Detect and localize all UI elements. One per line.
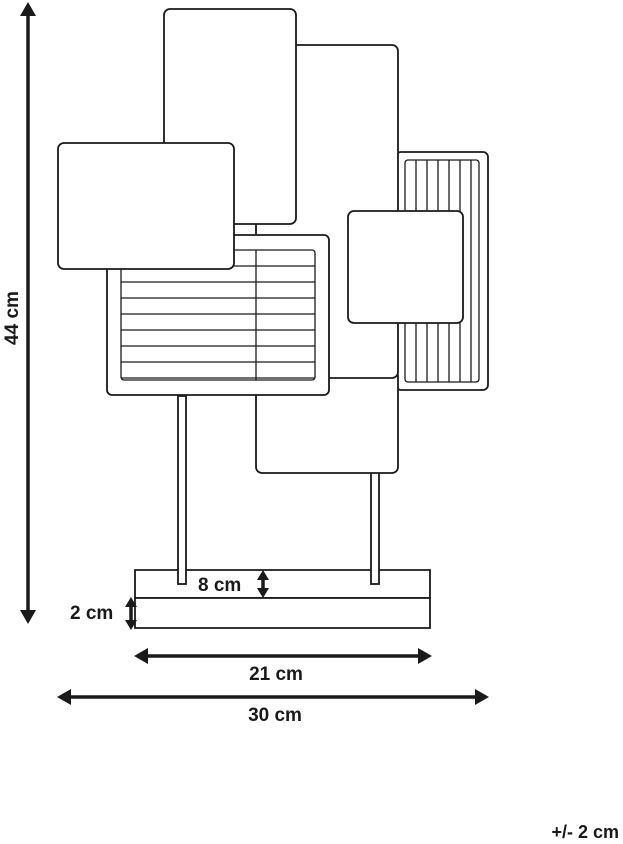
base-height-dimension: 2 cm (70, 597, 137, 630)
height-dimension: 44 cm (2, 2, 36, 624)
base-block (134, 569, 431, 629)
base-height-label: 2 cm (70, 603, 113, 624)
height-label: 44 cm (2, 291, 23, 345)
base-width-dimension: 21 cm (134, 648, 432, 685)
stand-height-label: 8 cm (198, 575, 241, 596)
tolerance-note: +/- 2 cm (551, 822, 619, 842)
base-width-label: 21 cm (249, 664, 303, 685)
total-width-dimension: 30 cm (57, 689, 489, 726)
stand-height-dimension: 8 cm (198, 570, 269, 598)
left-panel (57, 142, 235, 270)
total-width-label: 30 cm (248, 705, 302, 726)
product-drawing (57, 8, 489, 629)
small-right-panel (347, 210, 464, 324)
